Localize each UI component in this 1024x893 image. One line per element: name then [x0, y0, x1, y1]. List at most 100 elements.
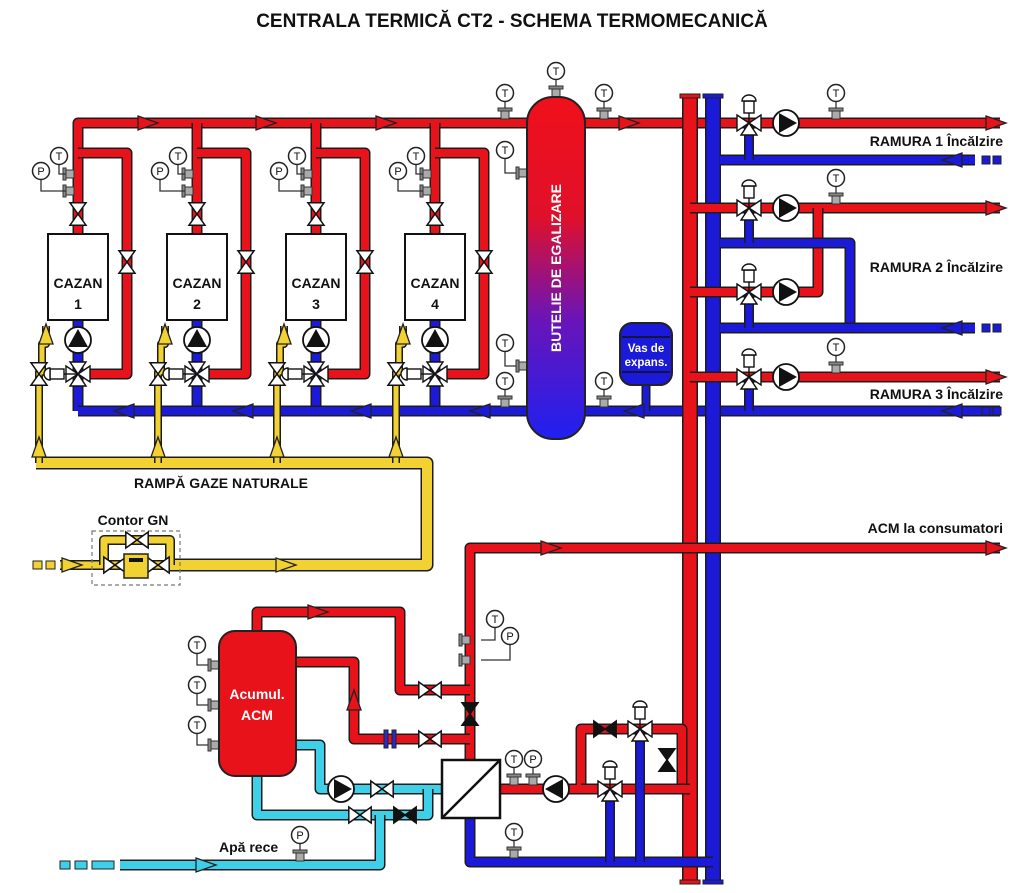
primary-check-valve-icon[interactable]	[593, 719, 617, 739]
gas-shutoff-valve-icon[interactable]	[29, 362, 49, 386]
boiler-manometer-icon[interactable]: P	[388, 161, 424, 192]
branch-pump-icon[interactable]	[772, 363, 800, 391]
gas-bypass-valve-icon[interactable]	[125, 530, 149, 550]
gauge-dial	[594, 371, 614, 391]
expansion-vessel[interactable]: Vas de expans.	[619, 322, 673, 386]
boiler-isolation-valve-icon[interactable]	[68, 202, 88, 226]
boiler-mixing-valve-icon[interactable]	[400, 361, 448, 387]
branch-1-thermometer-icon[interactable]: T	[826, 83, 846, 109]
valve-half	[348, 805, 362, 825]
branch-mixing-valve-icon[interactable]	[736, 263, 762, 305]
bypass-valve-icon[interactable]	[117, 250, 137, 274]
boiler-manometer-icon[interactable]: P	[150, 161, 186, 192]
dhw-check-valve-icon[interactable]	[460, 702, 480, 726]
boiler-isolation-valve-icon[interactable]	[306, 202, 326, 226]
flow-arrow-icon	[112, 403, 135, 419]
pipe-outline	[790, 208, 824, 298]
actuator-body	[49, 368, 65, 380]
dhw-storage-tank[interactable]: Acumul. ACM	[218, 630, 297, 777]
branch-pump-icon[interactable]	[772, 109, 800, 137]
return-out-thermometer-icon[interactable]: T	[594, 371, 614, 397]
gauge-socket	[184, 169, 194, 179]
gas-meter-valve-icon[interactable]	[146, 555, 170, 575]
gas-meter-valve-icon[interactable]	[103, 555, 127, 575]
gauge-dial	[49, 146, 69, 166]
boiler-1[interactable]: CAZAN 1	[47, 233, 109, 321]
boiler-thermometer-icon[interactable]: T	[287, 146, 307, 175]
dhw-circulation-pipe	[296, 739, 442, 795]
separator-top-thermometer-icon[interactable]: T	[546, 61, 566, 87]
return-in-thermometer-icon[interactable]: T	[495, 371, 515, 397]
branch-2-thermometer-icon[interactable]: T	[826, 168, 846, 194]
dhw-supply-manometer-icon[interactable]: P	[481, 626, 520, 661]
valve-half	[103, 555, 117, 575]
boiler-thermometer-icon[interactable]: T	[168, 146, 188, 175]
boiler-isolation-valve-icon[interactable]	[425, 202, 445, 226]
boiler-manometer-icon[interactable]: P	[31, 161, 67, 192]
primary-mixing-valve-2-icon[interactable]	[627, 700, 653, 742]
primary-manometer-icon[interactable]: P	[523, 749, 543, 775]
plate-heat-exchanger[interactable]	[440, 758, 502, 820]
dhw-supply-thermometer-icon[interactable]: T	[481, 609, 505, 641]
bypass-valve-icon[interactable]	[236, 250, 256, 274]
boiler-pump-icon[interactable]	[302, 326, 330, 354]
return-dash	[992, 406, 1002, 416]
primary-loop-check-valve-icon[interactable]	[657, 748, 677, 772]
dhw-tank-thermometer-3-icon[interactable]: T	[187, 715, 209, 746]
branch-pump-icon[interactable]	[772, 278, 800, 306]
flow-arrow-icon	[349, 403, 372, 419]
boiler-mixing-valve-icon[interactable]	[281, 361, 329, 387]
boiler-mixing-valve-icon[interactable]	[43, 361, 91, 387]
boiler-pump-icon[interactable]	[64, 326, 92, 354]
separator-lower-thermometer-icon[interactable]: T	[495, 333, 517, 367]
dhw-recirc-valve-icon[interactable]	[418, 729, 442, 749]
hydraulic-separator[interactable]: BUTELIE DE EGALIZARE	[526, 96, 586, 440]
dhw-tank-thermometer-2-icon[interactable]: T	[187, 675, 209, 706]
gauge-letter: T	[56, 151, 63, 163]
gas-shutoff-valve-icon[interactable]	[148, 362, 168, 386]
return-dash	[981, 155, 991, 165]
gas-shutoff-valve-icon[interactable]	[267, 362, 287, 386]
gas-meter-icon[interactable]	[123, 553, 149, 579]
bypass-valve-icon[interactable]	[355, 250, 375, 274]
header-in-thermometer-icon[interactable]: T	[495, 83, 515, 109]
return-dash	[992, 155, 1002, 165]
boiler-manometer-icon[interactable]: P	[269, 161, 305, 192]
boiler-pump-icon[interactable]	[183, 326, 211, 354]
dhw-circ-valve-icon[interactable]	[370, 779, 394, 799]
branch-mixing-valve-icon[interactable]	[736, 94, 762, 136]
boiler-pump-icon[interactable]	[421, 326, 449, 354]
gauge-stem	[177, 164, 185, 175]
dhw-circulation-pump-icon[interactable]	[327, 775, 355, 803]
gauge-stem	[196, 653, 208, 666]
header-out-thermometer-icon[interactable]: T	[594, 83, 614, 109]
cold-water-check-valve-icon[interactable]	[393, 805, 417, 825]
gas-shutoff-valve-icon[interactable]	[386, 362, 406, 386]
branch-3-thermometer-icon[interactable]: T	[826, 337, 846, 363]
boiler-mixing-valve-icon[interactable]	[162, 361, 210, 387]
bypass-valve-icon[interactable]	[474, 250, 494, 274]
boiler-3[interactable]: CAZAN 3	[285, 233, 347, 321]
dhw-tank-thermometer-1-icon[interactable]: T	[187, 635, 209, 666]
primary-mixing-valve-1-icon[interactable]	[597, 760, 623, 802]
boiler-isolation-valve-icon[interactable]	[187, 202, 207, 226]
cold-water-manometer-icon[interactable]: P	[290, 825, 310, 851]
branch-mixing-valve-icon[interactable]	[736, 179, 762, 221]
actuator-head	[741, 179, 757, 187]
primary-thermometer-icon[interactable]: T	[504, 749, 524, 775]
gauge-stem	[504, 158, 516, 174]
boiler-thermometer-icon[interactable]: T	[49, 146, 69, 175]
valve-half	[117, 250, 137, 264]
branch-pump-icon[interactable]	[772, 194, 800, 222]
primary-return-thermometer-icon[interactable]: T	[504, 822, 524, 848]
boiler-2[interactable]: CAZAN 2	[166, 233, 228, 321]
valve-half	[187, 212, 207, 226]
dhw-tank-valve-icon[interactable]	[418, 680, 442, 700]
branch-mixing-valve-icon[interactable]	[736, 348, 762, 390]
primary-pump-icon[interactable]	[542, 775, 570, 803]
boiler-thermometer-icon[interactable]: T	[406, 146, 426, 175]
valve-half	[418, 680, 432, 700]
boiler-4[interactable]: CAZAN 4	[404, 233, 466, 321]
cold-water-valve-icon[interactable]	[348, 805, 372, 825]
separator-upper-thermometer-icon[interactable]: T	[495, 140, 517, 174]
